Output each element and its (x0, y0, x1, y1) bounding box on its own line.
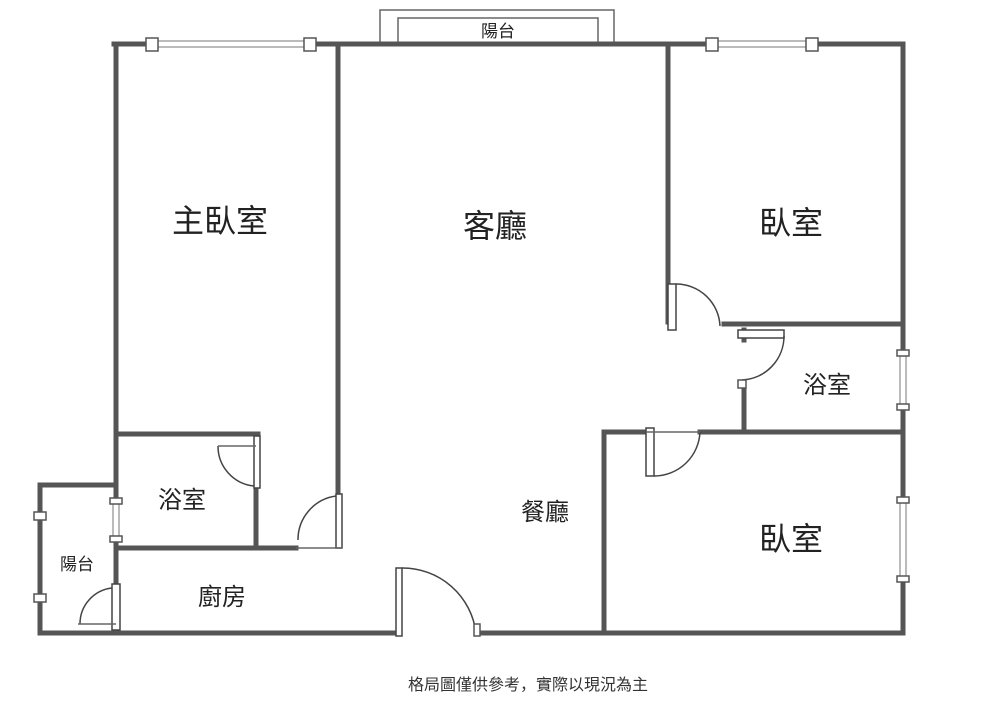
room-labels: 陽台 主臥室 客廳 臥室 浴室 浴室 餐廳 臥室 陽台 廚房 (60, 22, 851, 611)
entrance-door (395, 567, 481, 637)
label-master-bedroom: 主臥室 (172, 202, 268, 240)
bedroom-bottom-right-door (645, 427, 701, 477)
label-balcony-left: 陽台 (60, 555, 94, 575)
doors (78, 283, 785, 637)
windows (33, 37, 910, 603)
disclaimer-note: 格局圖僅供參考，實際以現況為主 (408, 675, 648, 694)
label-bedroom-bottom-right: 臥室 (759, 520, 823, 558)
label-dining-room: 餐廳 (521, 498, 569, 526)
label-balcony-top: 陽台 (481, 22, 515, 42)
bathroom-right-door (737, 329, 785, 389)
label-bedroom-top-right: 臥室 (759, 204, 823, 242)
label-bathroom-left: 浴室 (158, 486, 206, 514)
label-bathroom-right: 浴室 (803, 371, 851, 399)
left-balcony-door (78, 583, 121, 631)
bedroom-top-right-door (667, 283, 721, 331)
interior-walls (113, 41, 906, 636)
label-kitchen: 廚房 (198, 583, 246, 611)
label-living-room: 客廳 (463, 207, 527, 245)
bathroom-left-door (217, 435, 261, 489)
master-bedroom-door (296, 493, 343, 549)
outer-walls (37, 41, 906, 636)
